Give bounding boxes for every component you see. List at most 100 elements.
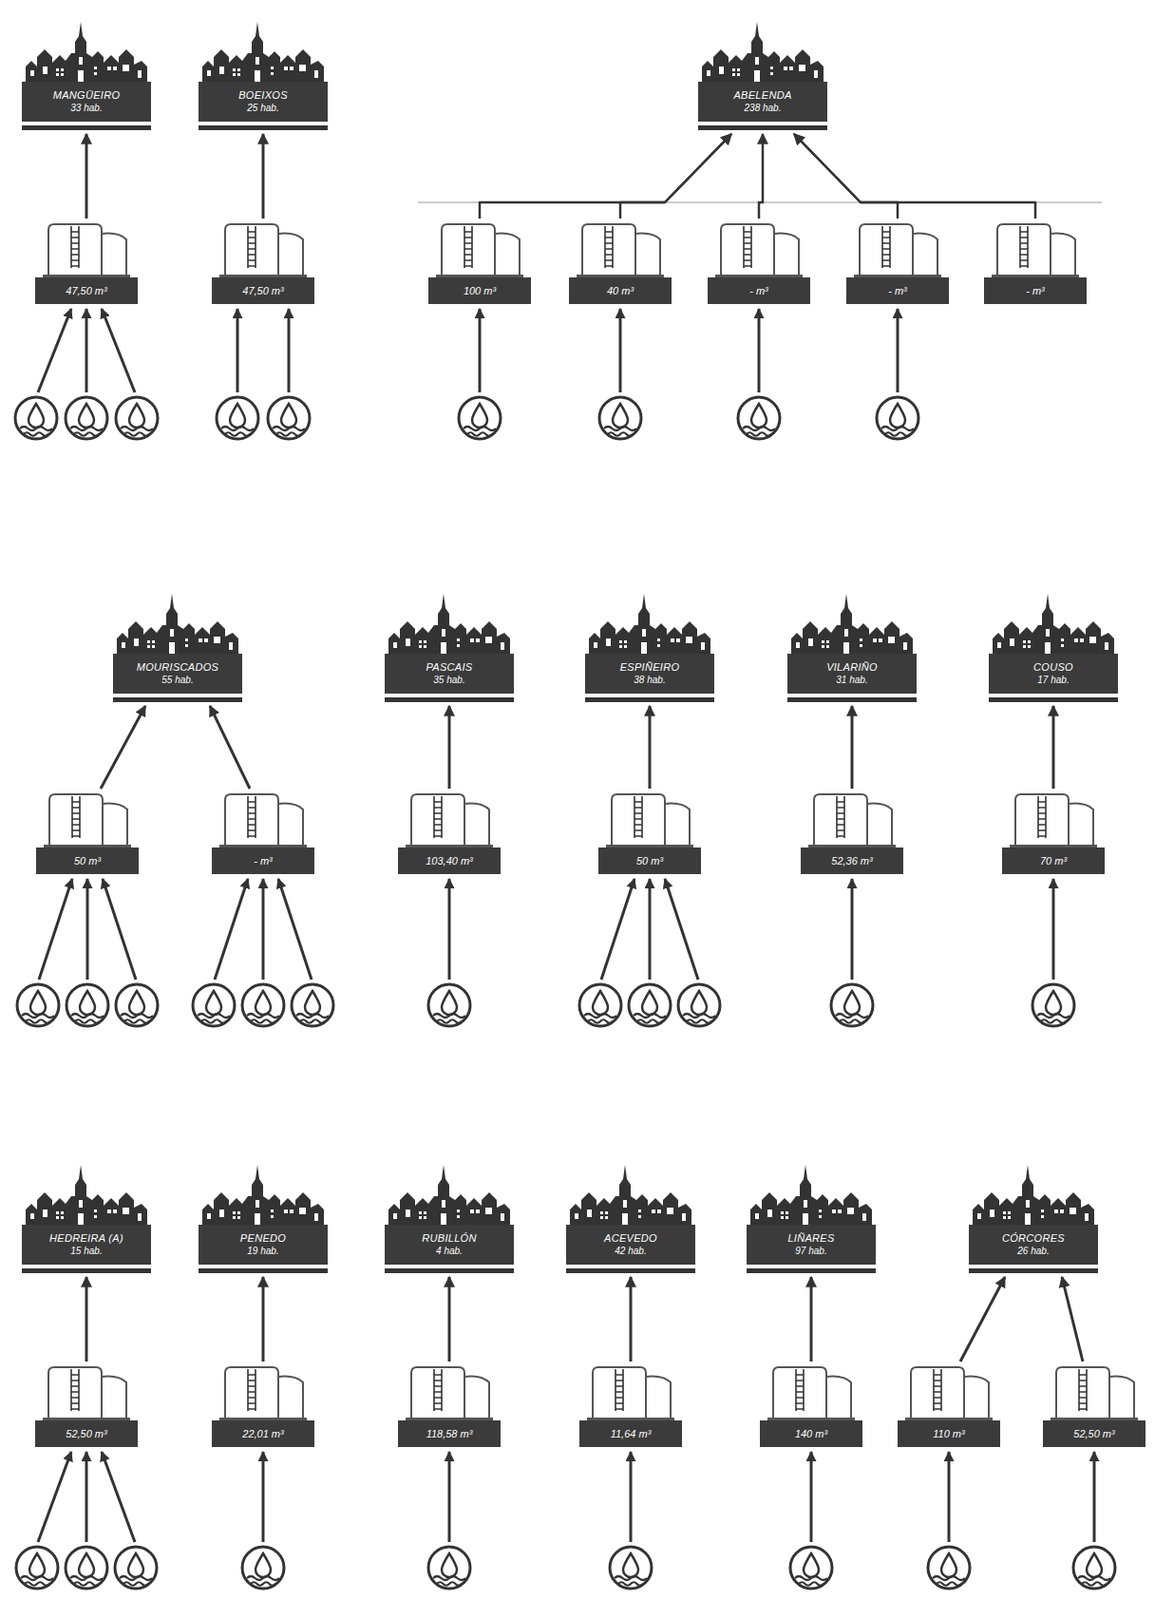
- village-node: BOEIXOS25 hab.: [198, 18, 328, 132]
- village-underline: [988, 697, 1118, 702]
- tank-icon: [598, 788, 701, 848]
- village-node: ESPIÑEIRO38 hab.: [585, 590, 715, 703]
- tank-band: 52,50 m³: [35, 1420, 138, 1447]
- population-label: 15 hab.: [70, 1244, 102, 1258]
- tank-band: 100 m³: [428, 277, 531, 304]
- village-name: ACEVEDO: [604, 1230, 658, 1245]
- tank-band: 70 m³: [1002, 847, 1105, 874]
- water-source-icons: [15, 397, 1116, 1589]
- volume-label: 50 m³: [636, 847, 663, 874]
- tank-node: 50 m³: [598, 788, 701, 874]
- village-silhouette: [113, 590, 243, 654]
- population-label: 17 hab.: [1037, 673, 1069, 687]
- volume-label: 52,36 m³: [831, 847, 872, 874]
- village-name: PENEDO: [240, 1230, 286, 1245]
- volume-label: 22,01 m³: [242, 1420, 284, 1447]
- population-label: 26 hab.: [1017, 1244, 1049, 1258]
- tank-band: 47,50 m³: [35, 277, 138, 304]
- tank-band: - m³: [846, 277, 949, 304]
- village-underline: [384, 697, 514, 702]
- tank-node: 50 m³: [36, 788, 139, 874]
- tank-band: 118,58 m³: [397, 1420, 501, 1447]
- village-band: MOURISCADOS55 hab.: [113, 653, 243, 694]
- village-underline: [746, 1268, 876, 1273]
- tank-band: 50 m³: [36, 847, 139, 874]
- tank-band: 11,64 m³: [579, 1420, 682, 1447]
- supply-arrow: [794, 133, 898, 219]
- supply-arrow: [1061, 1276, 1083, 1362]
- village-node: VILARIÑO31 hab.: [787, 590, 917, 703]
- tank-band: - m³: [984, 277, 1087, 304]
- tank-node: - m³: [984, 218, 1087, 304]
- supply-arrow: [648, 705, 652, 789]
- village-underline: [968, 1268, 1099, 1273]
- village-underline: [21, 125, 152, 131]
- village-node: HEDREIRA (A)15 hab.: [21, 1161, 152, 1274]
- tank-band: 50 m³: [598, 847, 701, 874]
- tank-band: 22,01 m³: [211, 1420, 315, 1447]
- source-arrows: [37, 308, 1095, 1542]
- village-node: ABELENDA238 hab.: [698, 18, 828, 132]
- supply-arrow: [100, 705, 146, 789]
- supply-arrow: [448, 705, 452, 789]
- village-band: ABELENDA238 hab.: [698, 81, 828, 122]
- tank-band: 110 m³: [897, 1420, 1001, 1447]
- tank-icon: [897, 1361, 1001, 1421]
- village-silhouette: [566, 1161, 696, 1225]
- tank-band: - m³: [211, 847, 315, 874]
- tank-icon: [35, 1361, 138, 1421]
- village-node: PENEDO19 hab.: [198, 1161, 328, 1274]
- supply-arrow: [209, 705, 250, 789]
- tank-node: 40 m³: [568, 218, 672, 304]
- population-label: 33 hab.: [70, 101, 102, 115]
- supply-arrow: [479, 133, 732, 219]
- tank-band: 40 m³: [568, 277, 672, 304]
- tank-node: 52,50 m³: [35, 1361, 138, 1447]
- village-underline: [566, 1268, 696, 1273]
- tank-icon: [800, 788, 904, 848]
- tank-node: 100 m³: [428, 218, 531, 304]
- volume-label: - m³: [253, 847, 273, 874]
- tank-icon: [397, 1361, 501, 1421]
- tank-node: - m³: [707, 218, 811, 304]
- tank-icon: [428, 218, 531, 278]
- village-name: ESPIÑEIRO: [620, 660, 681, 674]
- village-underline: [698, 125, 828, 131]
- volume-label: 47,50 m³: [242, 277, 284, 304]
- village-band: VILARIÑO31 hab.: [787, 653, 917, 694]
- tank-band: 140 m³: [759, 1420, 863, 1447]
- village-band: PENEDO19 hab.: [198, 1224, 328, 1265]
- tank-icon: [211, 788, 315, 848]
- village-name: LIÑARES: [787, 1230, 834, 1245]
- volume-label: 52,50 m³: [1073, 1420, 1115, 1447]
- village-underline: [585, 697, 715, 702]
- volume-label: 118,58 m³: [426, 1420, 474, 1447]
- village-name: CÓRCORES: [1002, 1230, 1065, 1245]
- supply-arrow: [960, 1276, 1005, 1362]
- tank-band: - m³: [707, 277, 811, 304]
- tank-icon: [579, 1361, 682, 1421]
- village-underline: [384, 1268, 514, 1273]
- supply-arrow: [758, 133, 763, 219]
- tank-icon: [707, 218, 811, 278]
- village-band: ESPIÑEIRO38 hab.: [585, 653, 715, 694]
- village-silhouette: [746, 1161, 876, 1225]
- supply-arrow: [1052, 705, 1056, 789]
- village-band: COUSO17 hab.: [988, 653, 1118, 694]
- village-underline: [21, 1268, 152, 1273]
- tank-node: - m³: [211, 788, 315, 874]
- village-node: COUSO17 hab.: [988, 590, 1118, 703]
- village-band: CÓRCORES26 hab.: [968, 1224, 1099, 1265]
- village-node: PASCAIS35 hab.: [384, 590, 514, 703]
- village-node: LIÑARES97 hab.: [746, 1161, 876, 1274]
- volume-label: 70 m³: [1040, 847, 1067, 874]
- village-silhouette: [698, 18, 828, 82]
- tank-icon: [846, 218, 949, 278]
- volume-label: - m³: [1025, 277, 1045, 304]
- population-label: 31 hab.: [835, 673, 868, 687]
- village-node: CÓRCORES26 hab.: [968, 1161, 1099, 1274]
- tank-node: 22,01 m³: [211, 1361, 315, 1447]
- village-silhouette: [21, 18, 152, 82]
- village-silhouette: [198, 18, 328, 82]
- village-band: RUBILLÓN4 hab.: [384, 1224, 514, 1265]
